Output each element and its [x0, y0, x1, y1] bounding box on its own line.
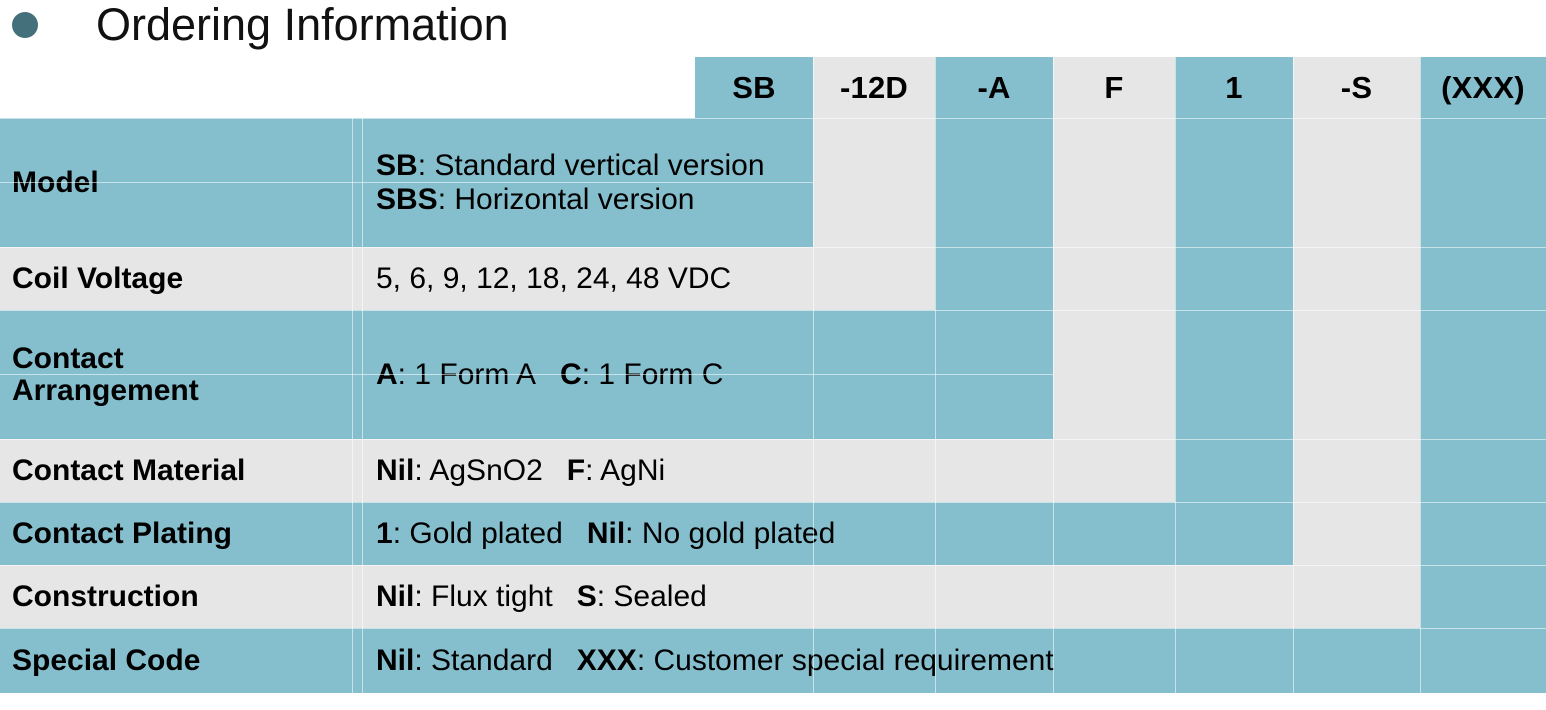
ordering-information-table: SB -12D -A F 1 -S (XXX) Model SB: Standa… — [0, 57, 1546, 693]
contact-arrangement-label-line2: Arrangement — [12, 373, 199, 407]
material-option-nil: Nil: AgSnO2 — [376, 453, 543, 487]
part-code-a[interactable]: -A — [935, 57, 1053, 118]
row-value-construction: Nil: Flux tight S: Sealed — [362, 565, 1420, 628]
row-divider-0 — [0, 118, 1546, 119]
row-divider-5 — [0, 565, 1546, 566]
plating-option-nil: Nil: No gold plated — [586, 516, 836, 550]
arrangement-inner-separator — [0, 374, 1053, 375]
row-divider-1 — [0, 247, 1546, 248]
col-divider-1 — [813, 57, 814, 693]
coil-voltage-list: 5, 6, 9, 12, 18, 24, 48 VDC — [376, 261, 732, 295]
special-option-nil: Nil: Standard — [376, 643, 553, 677]
row-label-contact-material: Contact Material — [0, 439, 362, 502]
part-code-12d[interactable]: -12D — [813, 57, 935, 118]
contact-arrangement-label-line1: Contact — [12, 341, 124, 375]
model-option-sbs: SBS: Horizontal version — [376, 182, 695, 216]
slide-title-row: Ordering Information — [0, 0, 1546, 57]
col-divider-3 — [1053, 57, 1054, 693]
col-divider-5 — [1293, 57, 1294, 693]
row-label-construction: Construction — [0, 565, 362, 628]
part-code-xxx[interactable]: (XXX) — [1420, 57, 1546, 118]
plating-option-1: 1: Gold plated — [376, 516, 563, 550]
col-divider-2 — [935, 57, 936, 693]
row-label-coil-voltage: Coil Voltage — [0, 247, 362, 310]
page-title: Ordering Information — [96, 0, 509, 50]
part-code-1[interactable]: 1 — [1175, 57, 1293, 118]
row-divider-6 — [0, 628, 1546, 629]
col-divider-4 — [1175, 57, 1176, 693]
model-option-sb: SB: Standard vertical version — [376, 148, 765, 182]
construction-option-nil: Nil: Flux tight — [376, 579, 553, 613]
model-inner-separator — [0, 182, 813, 183]
col-divider-6 — [1420, 57, 1421, 693]
row-value-contact-material: Nil: AgSnO2 F: AgNi — [362, 439, 1175, 502]
row-divider-4 — [0, 502, 1546, 503]
row-value-special-code: Nil: Standard XXX: Customer special requ… — [362, 628, 1546, 693]
part-code-f[interactable]: F — [1053, 57, 1175, 118]
code-column-stripe-xxx — [1420, 57, 1546, 693]
row-value-coil-voltage: 5, 6, 9, 12, 18, 24, 48 VDC — [362, 247, 935, 310]
row-label-special-code: Special Code — [0, 628, 362, 693]
row-label-contact-plating: Contact Plating — [0, 502, 362, 565]
material-option-f: F: AgNi — [566, 453, 666, 487]
row-divider-2 — [0, 310, 1546, 311]
label-value-divider-2 — [352, 118, 353, 693]
part-code-s[interactable]: -S — [1293, 57, 1420, 118]
header-left-blank — [0, 57, 695, 118]
bullet-dot-icon — [12, 12, 38, 38]
special-option-xxx: XXX: Customer special requirement — [576, 643, 1054, 677]
label-value-divider — [362, 118, 363, 693]
part-code-sb[interactable]: SB — [695, 57, 813, 118]
row-value-contact-plating: 1: Gold plated Nil: No gold plated — [362, 502, 1293, 565]
construction-option-s: S: Sealed — [576, 579, 707, 613]
row-divider-3 — [0, 439, 1546, 440]
